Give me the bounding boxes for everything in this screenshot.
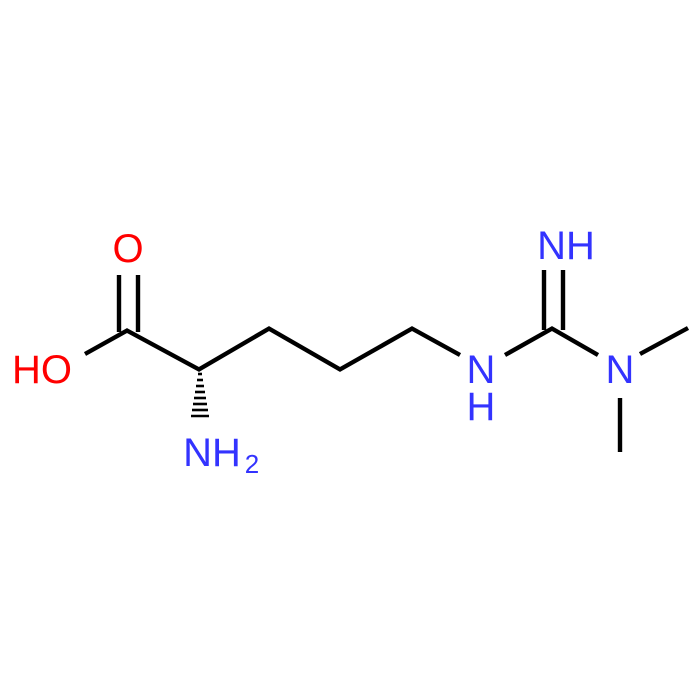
guanidine-n-bond: [549, 326, 600, 357]
nh-nitrogen-label: N: [467, 348, 496, 392]
chain-bond-1: [196, 326, 272, 372]
hashed-wedge-bond: [191, 372, 209, 418]
bonds: [83, 270, 690, 452]
chain-bond-3: [337, 326, 415, 372]
amine-subscript: 2: [245, 449, 259, 479]
methyl-bond-1: [638, 326, 690, 356]
chain-nh-bond: [409, 326, 462, 357]
hydroxyl-label: HO: [12, 348, 72, 392]
carboxyl-alpha-bond: [124, 328, 202, 372]
nh-hydrogen-label: H: [467, 385, 496, 429]
chain-bond-2: [266, 326, 343, 372]
dimethyl-nitrogen-label: N: [606, 348, 635, 392]
imine-label: NH: [537, 224, 595, 268]
nh-guanidine-bond: [503, 326, 555, 357]
carboxyl-hydroxyl-bond: [83, 328, 130, 356]
amine-label: NH: [183, 431, 241, 475]
carbonyl-oxygen-label: O: [112, 227, 143, 271]
